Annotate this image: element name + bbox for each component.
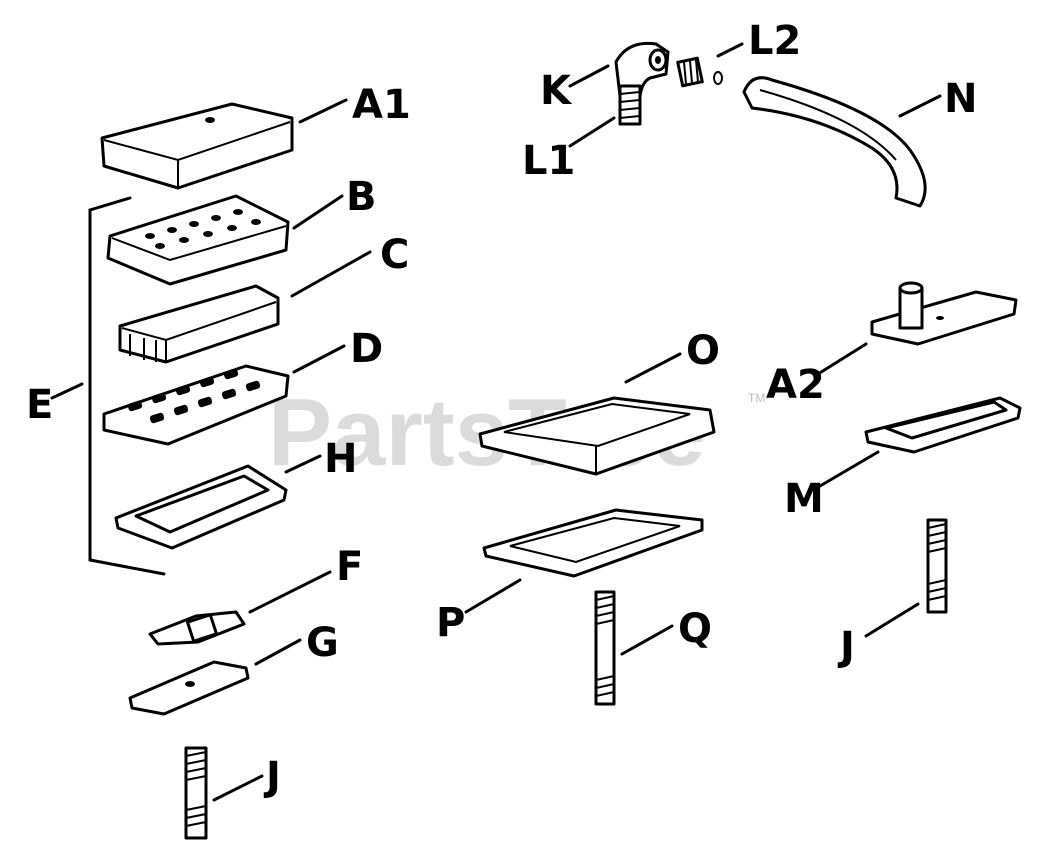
label-e: E <box>26 382 53 428</box>
part-b-base <box>106 194 290 286</box>
label-d: D <box>350 326 383 372</box>
label-j-left: J <box>263 754 281 800</box>
label-n: N <box>944 76 977 122</box>
label-b: B <box>346 174 377 220</box>
label-k: K <box>540 68 573 114</box>
label-l2: L2 <box>748 18 801 64</box>
label-a1: A1 <box>352 82 411 128</box>
part-l2-nipple <box>676 56 723 88</box>
label-f: F <box>336 544 363 590</box>
label-c: C <box>380 232 409 278</box>
part-c-element <box>118 284 280 364</box>
part-a2-adapter <box>870 281 1018 346</box>
part-e-bracket <box>88 196 166 576</box>
part-q-stud <box>594 590 616 706</box>
label-j-right: J <box>837 624 855 670</box>
part-j-stud-right <box>926 518 948 614</box>
label-p: P <box>436 600 465 646</box>
label-m: M <box>784 476 824 522</box>
part-o-plate <box>478 396 716 476</box>
part-g-plate <box>128 660 250 716</box>
label-g: G <box>306 620 339 666</box>
part-d-plate <box>102 364 290 446</box>
watermark-trademark: TM <box>748 391 765 405</box>
part-a1-cover <box>100 102 294 190</box>
part-h-gasket <box>114 464 288 550</box>
label-l1: L1 <box>522 138 575 184</box>
part-m-gasket <box>864 396 1022 454</box>
part-n-hose <box>742 76 927 208</box>
callout-labels: A1 B C D E H F G J K L1 L2 N O A2 M P Q … <box>26 18 977 800</box>
label-a2: A2 <box>766 362 825 408</box>
part-f-clip <box>148 610 246 646</box>
part-j-stud-left <box>184 746 208 840</box>
part-p-gasket <box>482 508 704 578</box>
label-o: O <box>686 328 720 374</box>
leader-lines <box>50 42 942 802</box>
label-q: Q <box>678 606 712 652</box>
part-l1-nipple <box>618 84 642 126</box>
label-h: H <box>324 436 357 482</box>
